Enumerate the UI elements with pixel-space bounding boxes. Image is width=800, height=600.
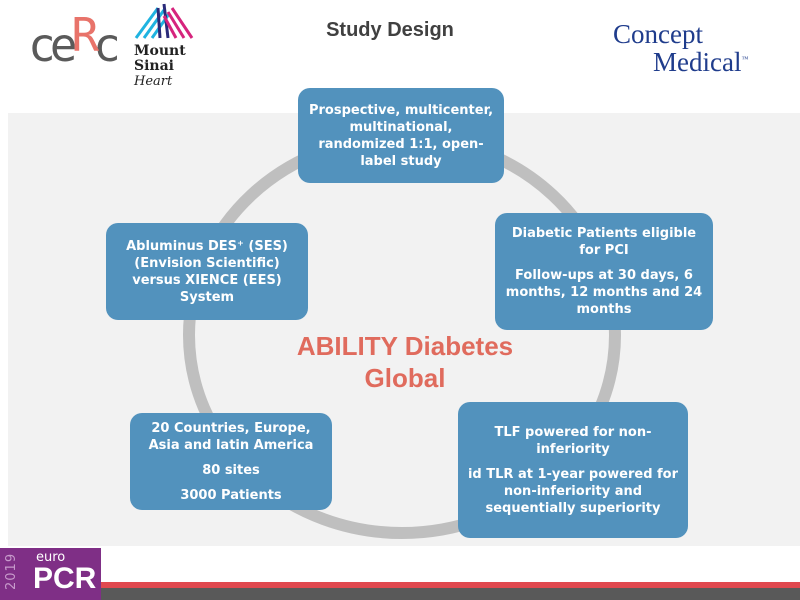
box-text: Diabetic Patients eligible for PCI — [511, 226, 697, 258]
footer-dark-stripe — [101, 588, 800, 600]
logo-text: Concept — [613, 19, 703, 49]
center-title-line: Global — [364, 363, 446, 393]
page-title: Study Design — [326, 19, 454, 41]
endpoints-box: TLF powered for non-inferiority id TLR a… — [458, 402, 688, 538]
box-text: 20 Countries, Europe, Asia and latin Ame… — [148, 420, 314, 453]
box-text: Follow-ups at 30 days, 6 months, 12 mont… — [505, 268, 703, 317]
mount-sinai-heart-logo: Mount Sinai Heart — [134, 2, 200, 89]
europcr-logo: 2019 euro PCR — [0, 548, 101, 600]
box-text: TLF powered for non-inferiority — [494, 424, 652, 457]
patients-box: Diabetic Patients eligible for PCI Follo… — [495, 213, 713, 330]
concept-medical-logo: Concept Medical™ — [613, 19, 749, 77]
box-text: Prospective, multicenter, multinational,… — [308, 102, 494, 169]
sites-box: 20 Countries, Europe, Asia and latin Ame… — [130, 413, 332, 510]
logo-text: Heart — [134, 74, 173, 89]
mount-sinai-mountain-icon — [134, 3, 194, 39]
footer-red-stripe — [101, 582, 800, 588]
logo-text: Medical — [653, 47, 742, 77]
center-title-line: ABILITY Diabetes — [296, 331, 514, 361]
logo-text: PCR — [33, 562, 97, 595]
logo-text: Mount — [134, 43, 186, 59]
logo-year: 2019 — [4, 552, 19, 590]
logo-text: Sinai — [134, 58, 174, 74]
center-title: ABILITY Diabetes Global — [260, 330, 550, 394]
box-text: 3000 Patients — [180, 487, 282, 503]
box-text: 80 sites — [202, 462, 260, 478]
box-text: id TLR at 1-year powered for non-inferio… — [467, 466, 679, 516]
box-text: Abluminus DES⁺ (SES) (Envision Scientifi… — [126, 238, 288, 305]
logo-text: euro — [36, 550, 66, 565]
study-type-box: Prospective, multicenter, multinational,… — [298, 88, 504, 183]
trademark: ™ — [741, 55, 749, 63]
devices-box: Abluminus DES⁺ (SES) (Envision Scientifi… — [106, 223, 308, 320]
